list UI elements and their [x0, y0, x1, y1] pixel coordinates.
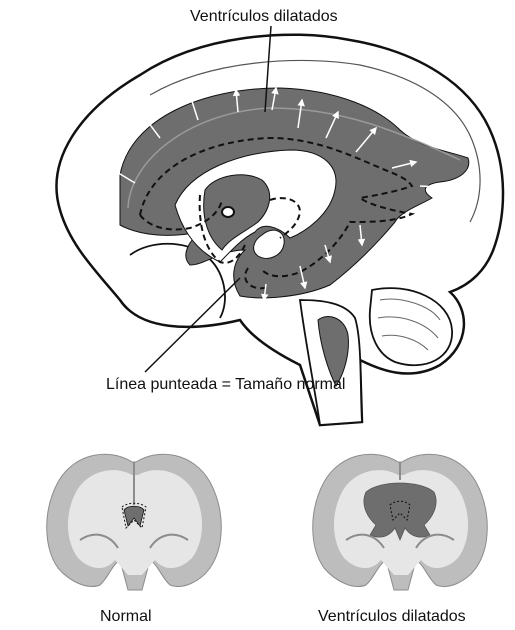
coronal-normal-brain — [47, 454, 222, 590]
massa-intermedia — [222, 207, 234, 217]
dashed-line-legend: Línea punteada = Tamaño normal — [106, 377, 345, 393]
coronal-dilated-brain — [313, 454, 488, 590]
normal-caption: Normal — [100, 609, 152, 625]
dilated-ventricles-label: Ventrículos dilatados — [190, 9, 338, 25]
dilated-caption: Ventrículos dilatados — [318, 609, 466, 625]
